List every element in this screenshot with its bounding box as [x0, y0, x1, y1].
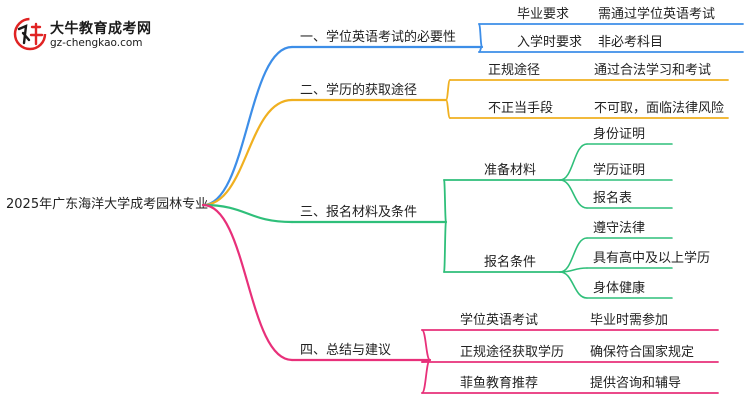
subtopic: 毕业要求: [517, 7, 570, 22]
subtopic: 不正当手段: [488, 101, 554, 116]
leaf-connector: [559, 271, 588, 299]
branch-topic: 四、总结与建议: [300, 343, 392, 358]
subtopic-connector: [445, 99, 451, 119]
subtopic-note: 需通过学位英语考试: [598, 7, 716, 22]
subtopic-connector: [445, 79, 451, 101]
leaf-item: 报名表: [593, 191, 633, 206]
subtopic-connector: [421, 359, 431, 394]
logo-text: 大牛教育成考网: [50, 21, 152, 37]
subtopic-connector: [443, 221, 447, 273]
leaf-item: 遵守法律: [593, 221, 646, 236]
subtopic-connector: [443, 179, 447, 223]
site-logo[interactable]: 大牛教育成考网 gz-chengkao.com: [6, 10, 176, 54]
leaf-item: 具有高中及以上学历: [593, 251, 711, 266]
logo-emblem-icon: [13, 17, 47, 51]
subtopic-note: 确保符合国家规定: [590, 345, 695, 360]
root-topic: 2025年广东海洋大学成考园林专业: [6, 197, 209, 212]
branch-topic: 三、报名材料及条件: [300, 205, 418, 220]
leaf-item: 身体健康: [593, 281, 646, 296]
leaf-item: 学历证明: [593, 163, 646, 178]
branch-connector: [201, 45, 294, 207]
branch-topic: 二、学历的获取途径: [300, 83, 418, 98]
subtopic: 准备材料: [484, 163, 537, 178]
branch-topic: 一、学位英语考试的必要性: [300, 30, 457, 45]
leaf-connector: [559, 179, 588, 209]
branch-connector: [201, 98, 294, 207]
leaf-item: 身份证明: [593, 127, 646, 142]
subtopic-note: 非必考科目: [598, 35, 664, 50]
leaf-connector: [559, 143, 588, 181]
subtopic-note: 通过合法学习和考试: [594, 63, 712, 78]
subtopic: 学位英语考试: [460, 313, 539, 328]
subtopic-connector: [478, 23, 483, 48]
subtopic: 正规途径获取学历: [460, 345, 565, 360]
subtopic: 菲鱼教育推荐: [460, 376, 539, 391]
leaf-connector: [559, 237, 588, 273]
subtopic: 入学时要求: [517, 35, 583, 50]
subtopic-connector: [421, 329, 431, 361]
branch-connector: [201, 203, 294, 362]
subtopic: 正规途径: [488, 63, 541, 78]
subtopic-note: 提供咨询和辅导: [590, 376, 682, 391]
subtopic-note: 毕业时需参加: [590, 313, 669, 328]
logo-url: gz-chengkao.com: [50, 37, 143, 49]
subtopic-note: 不可取，面临法律风险: [594, 101, 725, 116]
subtopic: 报名条件: [484, 255, 537, 270]
branch-connector: [201, 203, 294, 224]
